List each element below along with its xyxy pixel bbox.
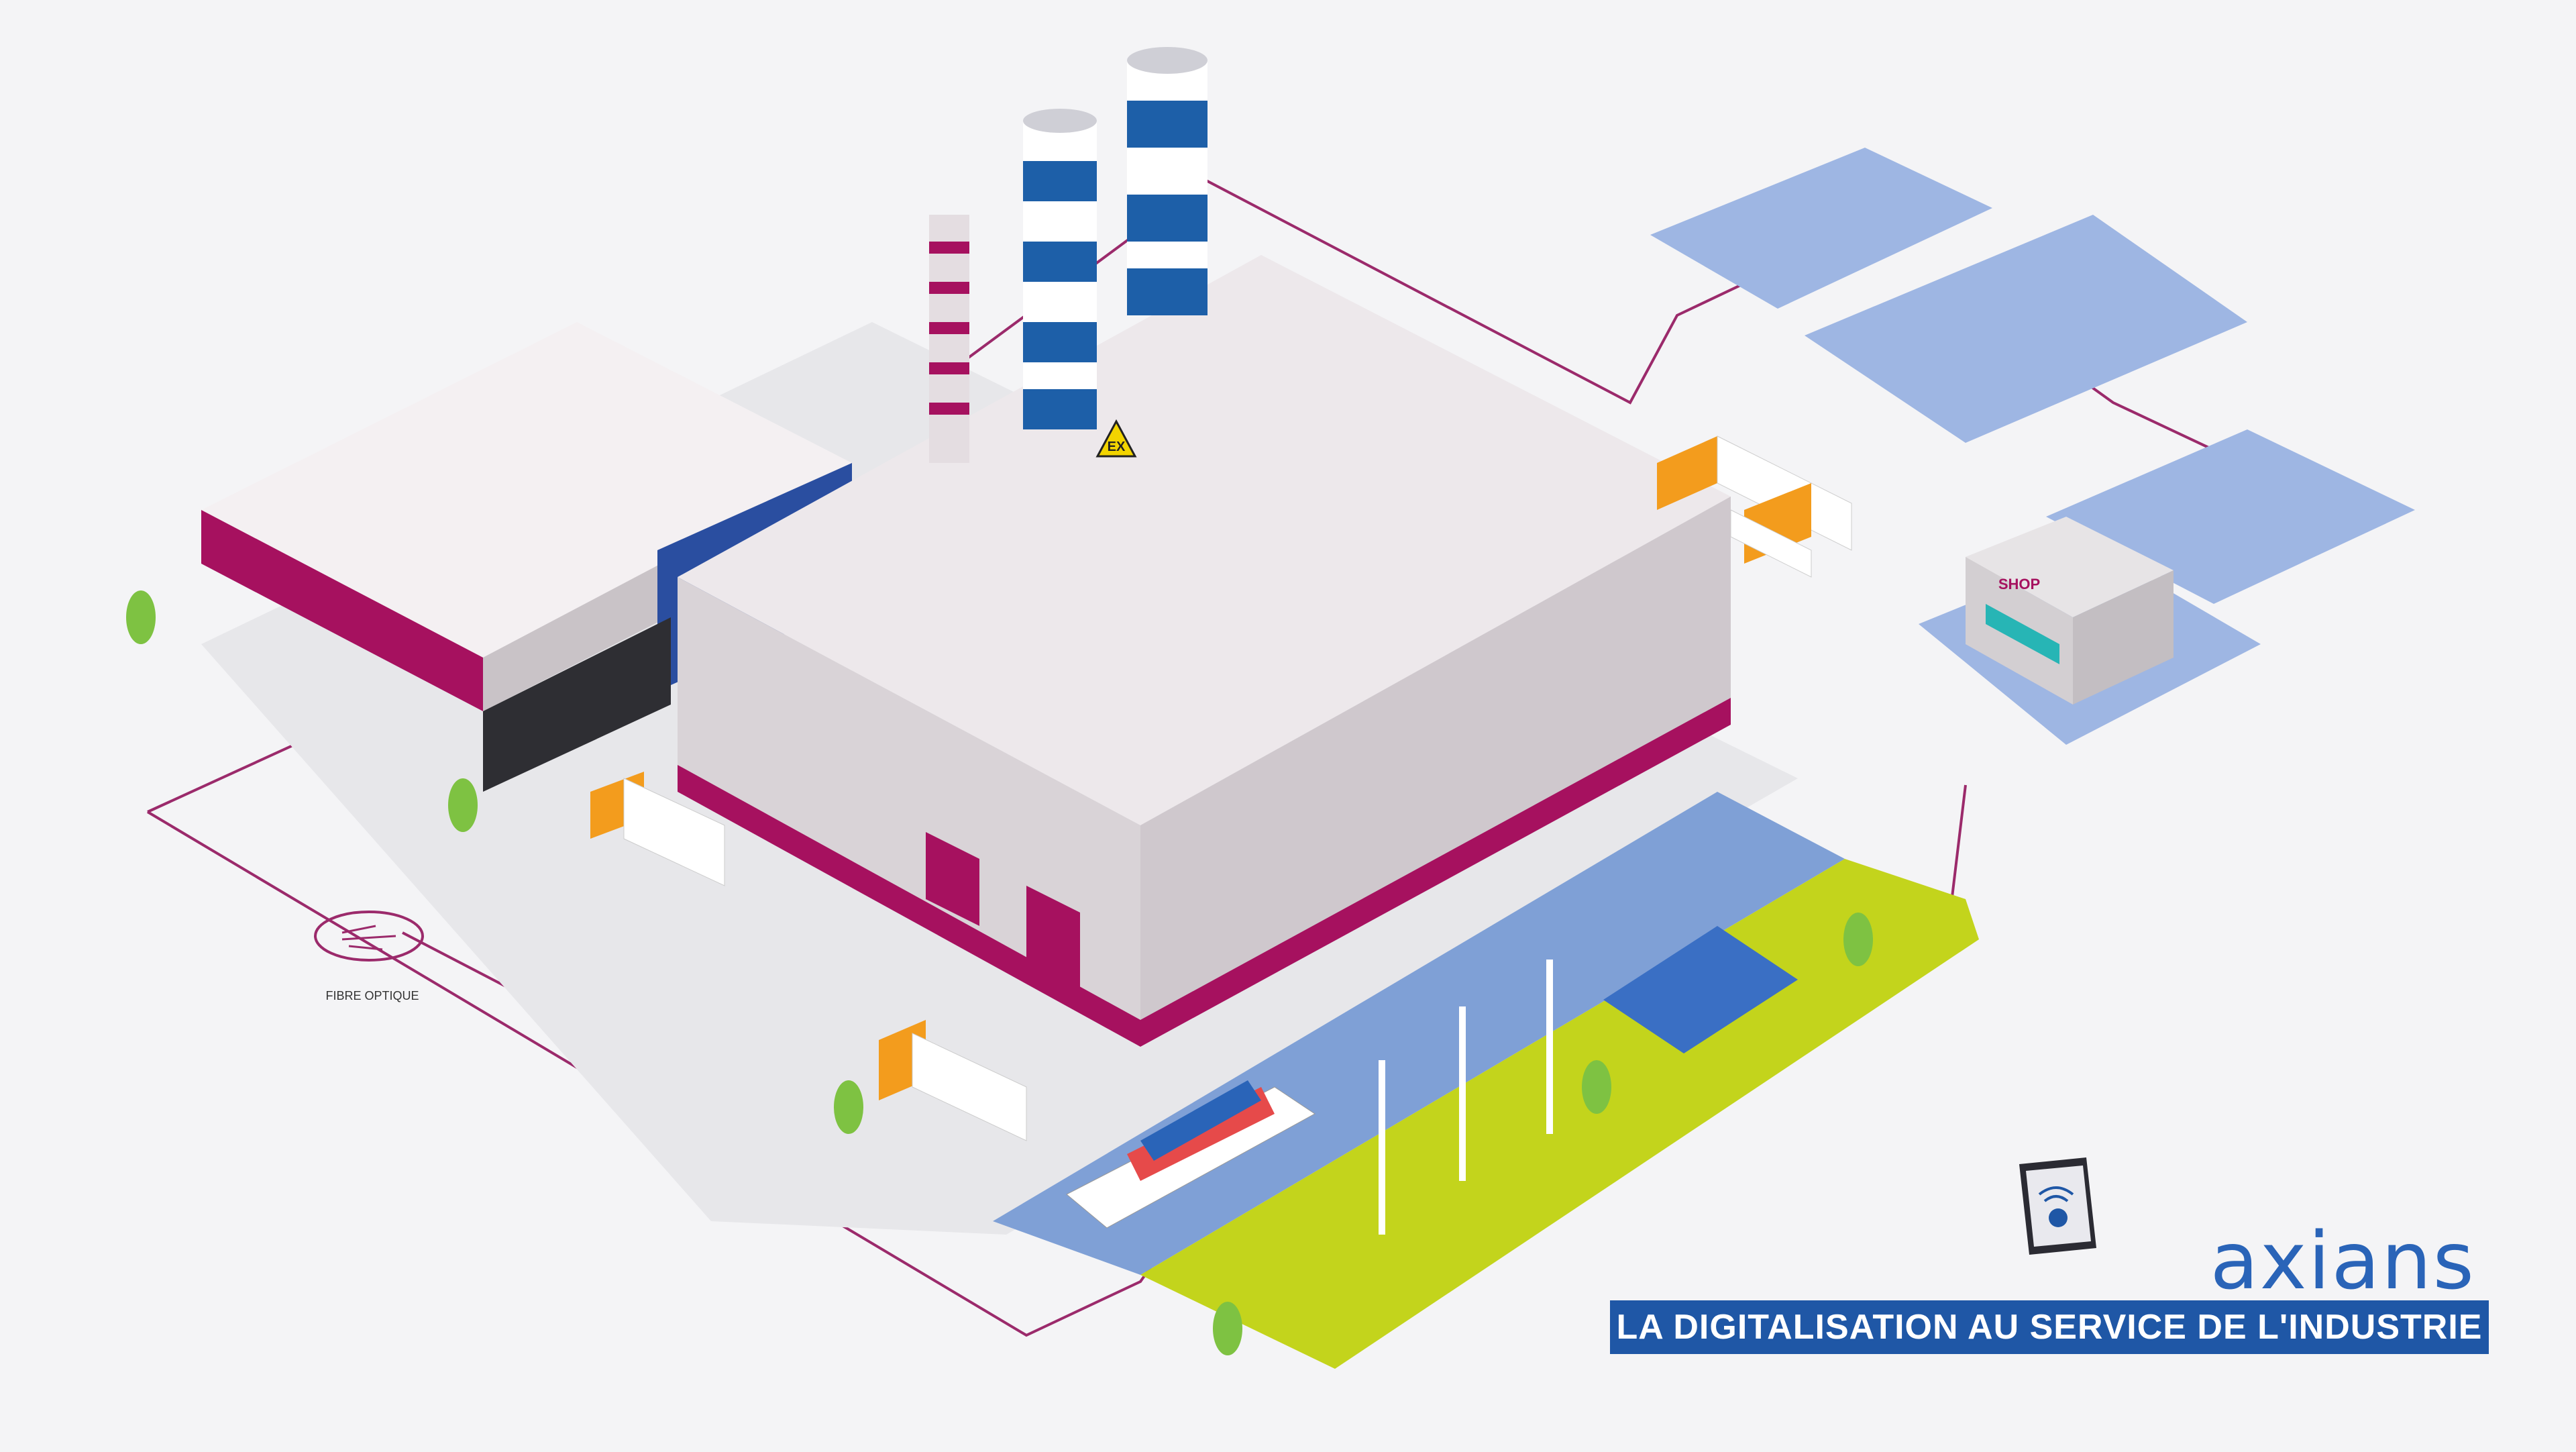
shop-building: SHOP [1966, 517, 2174, 705]
truck [1657, 435, 1852, 551]
truck [1730, 483, 1812, 578]
gear-icon [2049, 1208, 2068, 1227]
hazard-sign-text: EX [1108, 439, 1126, 454]
wifi-icon [2038, 1186, 2074, 1202]
chimneys [929, 47, 1208, 463]
truck [590, 772, 725, 886]
container-ship [1066, 1080, 1316, 1229]
fibre-optic-icon [314, 911, 424, 962]
hazard-icon: EX [1095, 419, 1137, 458]
smartphone-icon [2019, 1157, 2096, 1255]
truck [879, 1020, 1027, 1141]
brand-logo: axians [2210, 1214, 2475, 1307]
trees [126, 590, 1873, 1355]
solar-panels [1603, 926, 1798, 1053]
fibre-optic-label: FIBRE OPTIQUE [325, 989, 419, 1002]
shop-sign: SHOP [1998, 576, 2040, 592]
brand-block: axians LA DIGITALISATION AU SERVICE DE L… [1610, 1147, 2496, 1355]
wind-turbines [1379, 960, 1553, 1235]
factory-building [678, 255, 1731, 1047]
tagline-banner: LA DIGITALISATION AU SERVICE DE L'INDUST… [1610, 1300, 2489, 1354]
